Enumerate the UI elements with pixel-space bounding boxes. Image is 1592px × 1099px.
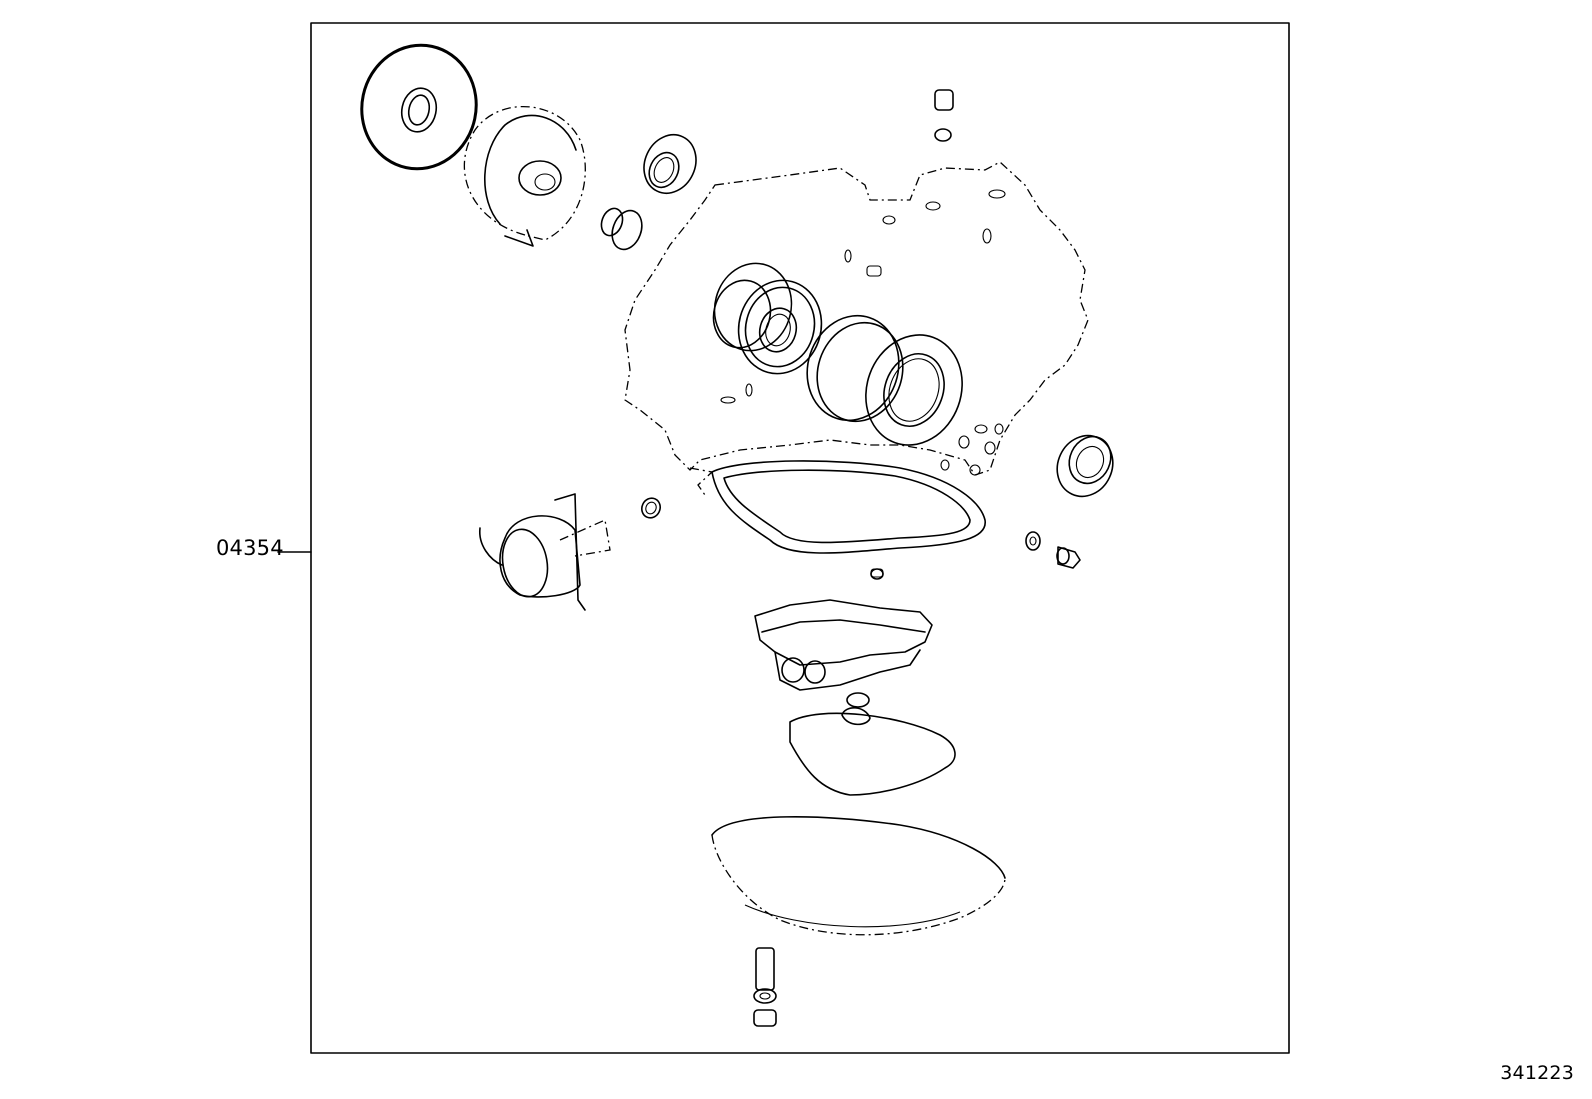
case-gasket[interactable]: [624, 161, 1089, 476]
brake-piston-seal[interactable]: [794, 304, 916, 433]
oil-seal[interactable]: [635, 126, 706, 202]
oil-strainer[interactable]: [789, 692, 956, 796]
diagram-code-label: 341223: [1500, 1062, 1574, 1084]
oil-pump-cover[interactable]: [463, 105, 586, 247]
part-number-label: 04354: [216, 536, 284, 560]
seal-disc[interactable]: [350, 35, 487, 180]
diagram-frame: [310, 22, 1290, 1054]
oil-pan-gasket[interactable]: [689, 460, 986, 554]
bushing[interactable]: [598, 205, 647, 253]
clutch-seal-rings[interactable]: [705, 255, 832, 383]
solenoid-filter[interactable]: [479, 493, 664, 611]
oil-pan[interactable]: [711, 816, 1006, 936]
drain-plug[interactable]: [753, 947, 777, 1027]
valve-body[interactable]: [754, 599, 933, 691]
side-plug[interactable]: [1025, 531, 1081, 569]
breather-plug[interactable]: [934, 89, 954, 142]
small-grommet[interactable]: [870, 568, 884, 580]
thrust-washer[interactable]: [851, 321, 978, 458]
side-oil-seal[interactable]: [1047, 426, 1122, 505]
